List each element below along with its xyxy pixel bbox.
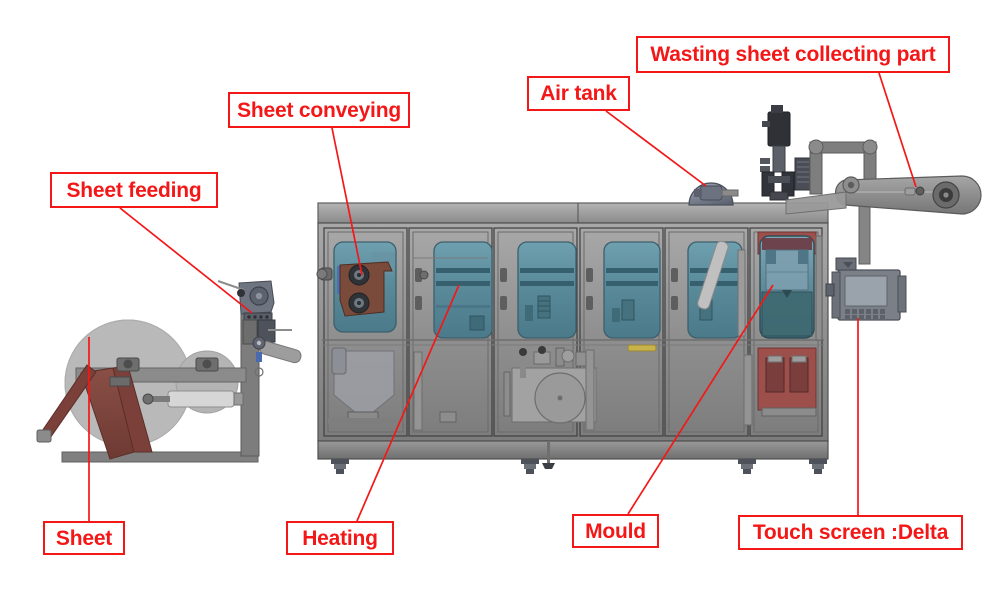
- air-tank-valve: [699, 185, 723, 201]
- leader-air-tank: [605, 110, 707, 187]
- mould-lower-cavity: [761, 291, 813, 337]
- leader-lines: [88, 72, 917, 522]
- hmi-panel: [825, 257, 907, 321]
- callout-wasting-sheet-collecting-part: Wasting sheet collecting part: [636, 36, 950, 73]
- hmi-side-cover: [897, 275, 907, 313]
- glass-window-4: [603, 241, 661, 339]
- glass-window-3: [517, 241, 577, 339]
- callout-sheet-conveying: Sheet conveying: [228, 92, 410, 128]
- leader-sheet-conveying: [331, 127, 363, 276]
- lift-cylinder: [697, 240, 729, 310]
- swing-arm-tip: [36, 429, 52, 443]
- leader-wasting-sheet-collecting-part: [878, 72, 917, 188]
- actuator-shaft: [772, 145, 786, 173]
- panel-heating-3: [585, 241, 661, 431]
- foot-4: [809, 459, 827, 474]
- leader-sheet-feeding: [119, 207, 253, 314]
- glass-window-2: [433, 241, 493, 339]
- callout-air-tank: Air tank: [527, 76, 630, 111]
- heater-box: [469, 315, 485, 331]
- feeding-head: [217, 279, 276, 345]
- air-tank-pipe: [721, 189, 739, 197]
- callout-mould: Mould: [572, 514, 659, 548]
- gauge: [561, 349, 575, 363]
- panel-mould: [757, 231, 823, 417]
- foot-1: [331, 459, 349, 474]
- hmi-arm: [825, 283, 835, 297]
- vertical-rail-2: [413, 351, 423, 431]
- bearing-right: [202, 359, 212, 369]
- hmi-display: [844, 275, 888, 307]
- cylinder-rod: [152, 396, 170, 402]
- bearing-left: [123, 359, 133, 369]
- tension-indicator: [256, 352, 262, 362]
- feeding-head-lever: [217, 279, 245, 292]
- foot-3: [738, 459, 756, 474]
- ladder-element: [537, 295, 551, 319]
- leader-heating: [356, 284, 460, 522]
- callout-label: Air tank: [540, 82, 617, 105]
- unwinder-base-rail: [61, 451, 259, 463]
- hinge-2b: [415, 296, 422, 310]
- servo-motor: [767, 111, 791, 147]
- waste-conveyor: [785, 175, 982, 215]
- air-tank-dome: [688, 182, 739, 206]
- conveyor-chute: [785, 191, 847, 215]
- callout-touch-screen-delta: Touch screen :Delta: [738, 515, 963, 550]
- callout-sheet-feeding: Sheet feeding: [50, 172, 218, 208]
- mould-block-left: [765, 357, 785, 393]
- panel-heating-2: [500, 241, 597, 424]
- panel-sheet-conveying: [316, 241, 398, 424]
- feeding-head-knob: [237, 289, 245, 297]
- callout-label: Wasting sheet collecting part: [650, 43, 936, 66]
- callout-label: Sheet feeding: [66, 178, 202, 202]
- unwinder-assembly: [36, 279, 302, 463]
- scale-strip: [815, 235, 823, 341]
- callout-label: Heating: [302, 526, 378, 550]
- leader-mould: [627, 284, 774, 515]
- servo-cap: [771, 105, 783, 113]
- mould-top-bar: [762, 238, 812, 250]
- terminal-block: [794, 157, 812, 191]
- top-machinery: [760, 105, 878, 265]
- cylinder-body: [167, 390, 235, 408]
- cabinet-top-cap: [317, 202, 829, 224]
- callout-sheet: Sheet: [43, 521, 125, 555]
- vertical-guide: [737, 249, 746, 337]
- callout-heating: Heating: [286, 521, 394, 555]
- clamp-block: [109, 376, 131, 387]
- callout-label: Touch screen :Delta: [752, 521, 949, 544]
- foot-center-pin: [542, 441, 555, 469]
- hmi-keypad: [845, 309, 885, 319]
- feeding-head-mount: [242, 319, 258, 345]
- callout-label: Sheet: [55, 526, 113, 550]
- cabinet-plinth: [317, 440, 829, 460]
- conveyor-roller-tab: [904, 187, 916, 196]
- feeding-head-hub-center: [255, 292, 263, 300]
- foot-2: [521, 459, 539, 474]
- cylinder-pivot: [142, 393, 154, 405]
- heater-bar-1: [436, 268, 490, 273]
- tension-rod: [252, 329, 302, 377]
- mould-block-right: [789, 357, 809, 393]
- hinge-2a: [415, 268, 422, 282]
- air-tank-port: [694, 189, 702, 197]
- mould-center-mark: [782, 290, 792, 298]
- panel-heating-1: [413, 241, 493, 431]
- cylinder-cap: [233, 392, 244, 406]
- callout-label: Mould: [585, 519, 646, 543]
- tension-ring: [254, 367, 264, 377]
- panel-transfer: [671, 240, 753, 426]
- callout-label: Sheet conveying: [237, 98, 401, 122]
- heater-bar-2: [436, 281, 490, 286]
- main-cabinet: [316, 202, 829, 474]
- yellow-label: [627, 344, 657, 352]
- machine-feet: [331, 441, 827, 474]
- filter-unit: [331, 347, 347, 375]
